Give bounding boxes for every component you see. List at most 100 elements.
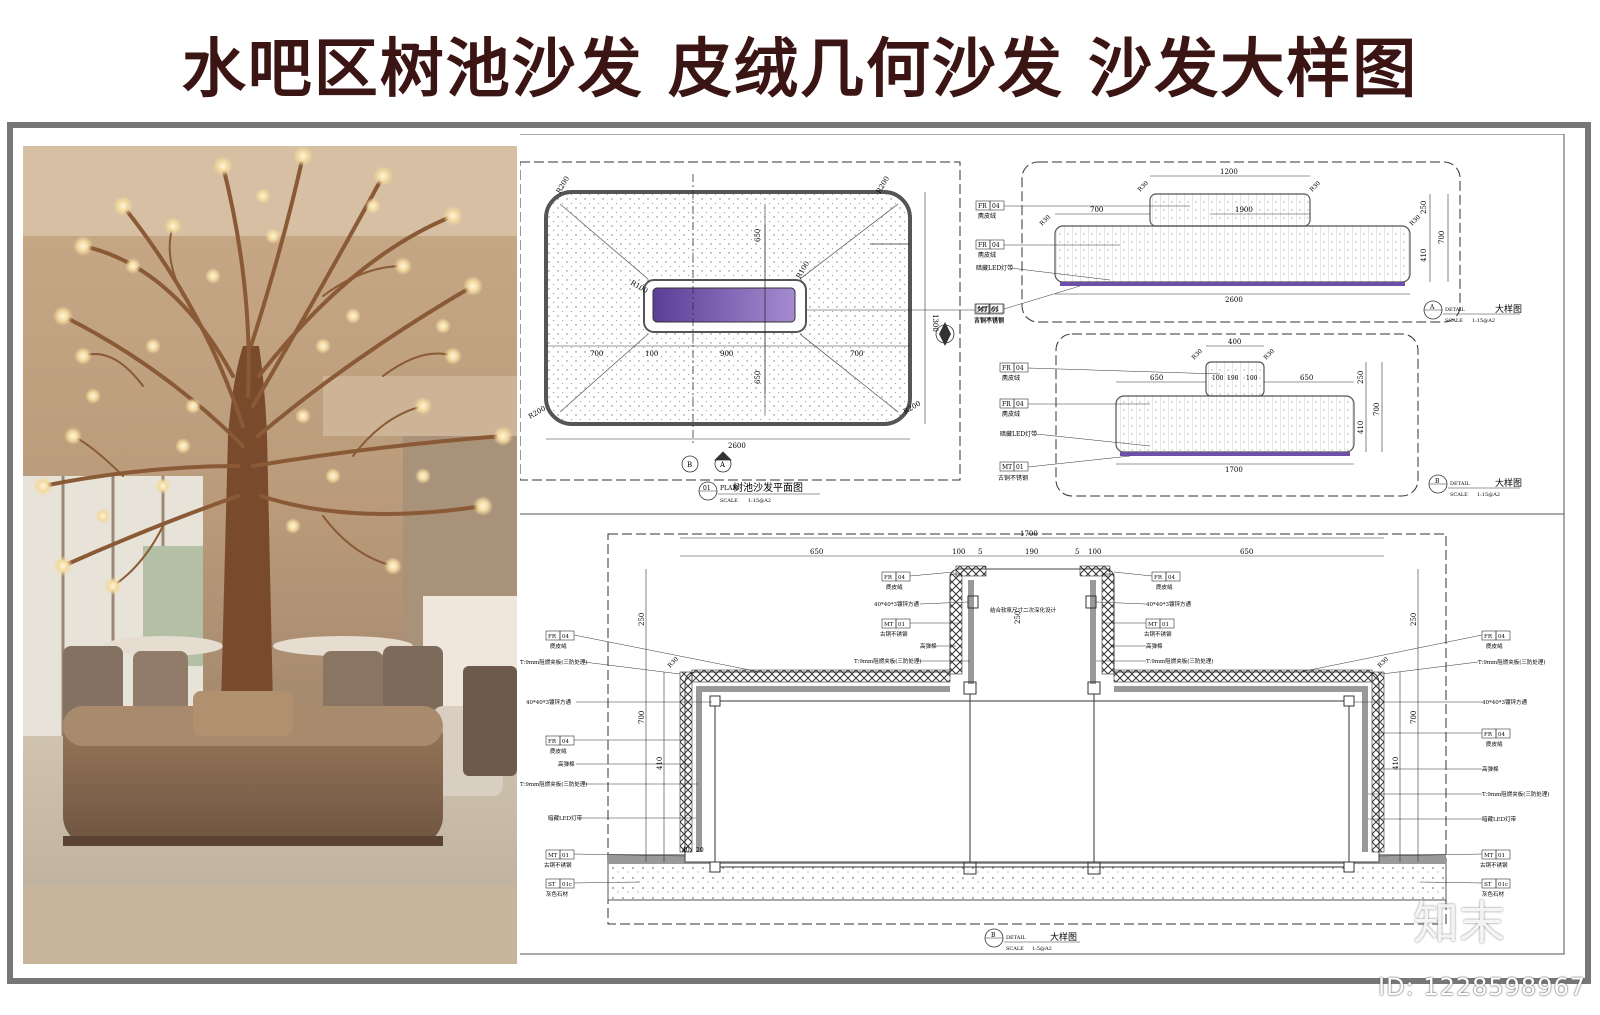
- svg-text:04: 04: [1168, 575, 1175, 581]
- detail-a-dim-1900: 1900: [1235, 206, 1253, 214]
- svg-text:麂皮绒: 麂皮绒: [1002, 410, 1020, 418]
- section-dim-5: 5: [978, 548, 982, 556]
- svg-text:树池沙发平面图: 树池沙发平面图: [733, 481, 803, 494]
- plan-dim-700: 700: [590, 350, 603, 358]
- detail-a-r30-d: R30: [1408, 214, 1422, 228]
- svg-text:01c: 01c: [562, 882, 572, 888]
- svg-text:古铜不锈钢: 古铜不锈钢: [974, 317, 1004, 325]
- section-dim-250c: 250: [1014, 611, 1022, 624]
- detail-a-r30-b: R30: [1308, 180, 1322, 194]
- svg-text:DETAIL: DETAIL: [1006, 935, 1026, 941]
- svg-text:古铜不锈钢: 古铜不锈钢: [544, 861, 572, 869]
- detail-b-dim-410: 410: [1357, 421, 1365, 434]
- svg-text:FR: FR: [1484, 732, 1493, 738]
- svg-text:MT: MT: [884, 622, 894, 628]
- svg-text:麂皮绒: 麂皮绒: [1002, 374, 1020, 382]
- tree-sofa-photo: [23, 146, 517, 964]
- detail-b-r30-b: R30: [1262, 348, 1276, 362]
- section-title-block: B DETAIL 大样图 SCALE 1:5@A2: [984, 928, 1080, 952]
- svg-text:1:15@A2: 1:15@A2: [1472, 317, 1495, 324]
- svg-text:T:9mm阻燃夹板(三防处理): T:9mm阻燃夹板(三防处理): [520, 780, 588, 788]
- detail-a-view: 1200 700 1900 2600 250 410 700 R30 R30 R…: [974, 161, 1522, 324]
- svg-text:FR: FR: [1484, 634, 1493, 640]
- svg-text:暗藏LED灯带: 暗藏LED灯带: [1482, 815, 1517, 823]
- section-center-note: 结合软氛尺寸二次深化设计: [990, 606, 1057, 614]
- plan-title-block: 01 PLAN 树池沙发平面图 SCALE 1:15@A2: [698, 481, 820, 504]
- svg-text:DETAIL: DETAIL: [1445, 307, 1465, 313]
- detail-b-view: 400 650 650 100 190 100 1700 250 410 700…: [998, 333, 1522, 498]
- svg-text:1:5@A2: 1:5@A2: [1032, 945, 1052, 952]
- svg-text:古铜不锈钢: 古铜不锈钢: [880, 630, 908, 638]
- detail-b-r30-a: R30: [1190, 348, 1204, 362]
- cad-drawing: 2600 700 100 900 700 1300 650 650 R200 R…: [520, 134, 1565, 955]
- section-r30-a: R30: [666, 656, 680, 670]
- detail-a-r30-a: R30: [1136, 180, 1150, 194]
- svg-text:灰色石材: 灰色石材: [546, 890, 569, 898]
- detail-b-dim-190: 190: [1227, 375, 1239, 382]
- svg-text:40*40*3镀锌方通: 40*40*3镀锌方通: [874, 600, 919, 608]
- section-mid-left-notes: FR 04 麂皮绒 40*40*3镀锌方通 MT 01 古铜不锈钢 高弹棉 T:…: [854, 571, 970, 665]
- svg-text:01: 01: [1498, 853, 1505, 859]
- detail-a-notes: FR 04 麂皮绒 FR 04 麂皮绒 暗藏LED灯带 MT 01 古铜不锈钢: [974, 200, 1190, 324]
- svg-text:04: 04: [992, 242, 1000, 249]
- section-dim-100b: 100: [1088, 548, 1101, 556]
- svg-text:MT: MT: [978, 306, 988, 313]
- detail-b-dim-250: 250: [1357, 371, 1365, 384]
- section-right-notes: FR 04 麂皮绒 T:9mm阻燃夹板(三防处理) 40*40*3镀锌方通 FR…: [1299, 630, 1550, 898]
- svg-text:SCALE: SCALE: [720, 498, 738, 504]
- svg-text:FR: FR: [1154, 575, 1163, 581]
- section-dim-20: 20: [696, 847, 704, 854]
- detail-a-dim-250: 250: [1420, 201, 1428, 214]
- svg-text:B: B: [1435, 478, 1440, 485]
- svg-text:04: 04: [1016, 365, 1024, 372]
- section-dim-700r: 700: [1410, 711, 1418, 724]
- detail-a-dim-410: 410: [1420, 249, 1428, 262]
- svg-text:40*40*3镀锌方通: 40*40*3镀锌方通: [526, 698, 571, 706]
- svg-text:麂皮绒: 麂皮绒: [978, 212, 996, 220]
- detail-b-dim-100: 100: [1212, 375, 1224, 382]
- svg-text:MT: MT: [1484, 853, 1494, 859]
- svg-text:麂皮绒: 麂皮绒: [1156, 583, 1173, 591]
- svg-text:大样图: 大样图: [1495, 303, 1522, 315]
- detail-a-dim-1200: 1200: [1220, 168, 1238, 176]
- svg-text:T:9mm阻燃夹板(三防处理): T:9mm阻燃夹板(三防处理): [520, 658, 588, 666]
- svg-text:古铜不锈钢: 古铜不锈钢: [1144, 630, 1172, 638]
- detail-b-dim-650b: 650: [1300, 374, 1313, 382]
- svg-text:麂皮绒: 麂皮绒: [1486, 740, 1503, 748]
- svg-text:古铜不锈钢: 古铜不锈钢: [1480, 861, 1508, 869]
- svg-text:FR: FR: [1002, 365, 1011, 372]
- svg-text:MT: MT: [548, 853, 558, 859]
- svg-text:暗藏LED灯带: 暗藏LED灯带: [548, 814, 583, 822]
- section-dim-250: 250: [638, 613, 646, 626]
- svg-text:高弹棉: 高弹棉: [1482, 765, 1499, 773]
- section-dim-1700: 1700: [1020, 530, 1038, 538]
- svg-text:1:15@A2: 1:15@A2: [748, 497, 771, 504]
- detail-b-title-block: B DETAIL 大样图 SCALE 1:15@A2: [1428, 474, 1522, 498]
- section-dim-190: 190: [1025, 548, 1038, 556]
- svg-text:暗藏LED灯带: 暗藏LED灯带: [976, 264, 1013, 272]
- svg-text:04: 04: [1498, 634, 1505, 640]
- svg-text:SCALE: SCALE: [1450, 492, 1468, 498]
- svg-text:高弹棉: 高弹棉: [1146, 642, 1163, 650]
- section-dim-650b: 650: [1240, 548, 1253, 556]
- svg-text:麂皮绒: 麂皮绒: [1486, 642, 1503, 650]
- detail-b-dim-650: 650: [1150, 374, 1163, 382]
- watermark-id: ID: 1228598967: [1378, 973, 1586, 1001]
- svg-text:01: 01: [562, 853, 569, 859]
- svg-text:麂皮绒: 麂皮绒: [550, 642, 567, 650]
- section-left-notes: FR 04 麂皮绒 T:9mm阻燃夹板(三防处理) 40*40*3镀锌方通 FR…: [520, 630, 761, 898]
- svg-text:FR: FR: [548, 634, 557, 640]
- svg-text:FR: FR: [1002, 401, 1011, 408]
- plan-dim-1300: 1300: [931, 314, 939, 332]
- svg-text:04: 04: [1498, 732, 1505, 738]
- svg-text:暗藏LED灯带: 暗藏LED灯带: [1000, 430, 1037, 438]
- svg-text:FR: FR: [978, 242, 987, 249]
- svg-text:01: 01: [1162, 622, 1169, 628]
- plan-dim-2600: 2600: [728, 442, 746, 450]
- svg-text:灰色石材: 灰色石材: [1482, 890, 1505, 898]
- section-dim-250r: 250: [1410, 613, 1418, 626]
- detail-b-dim-400: 400: [1228, 338, 1241, 346]
- svg-text:MT: MT: [977, 307, 987, 314]
- section-dim-650: 650: [810, 548, 823, 556]
- section-r30-b: R30: [1376, 656, 1390, 670]
